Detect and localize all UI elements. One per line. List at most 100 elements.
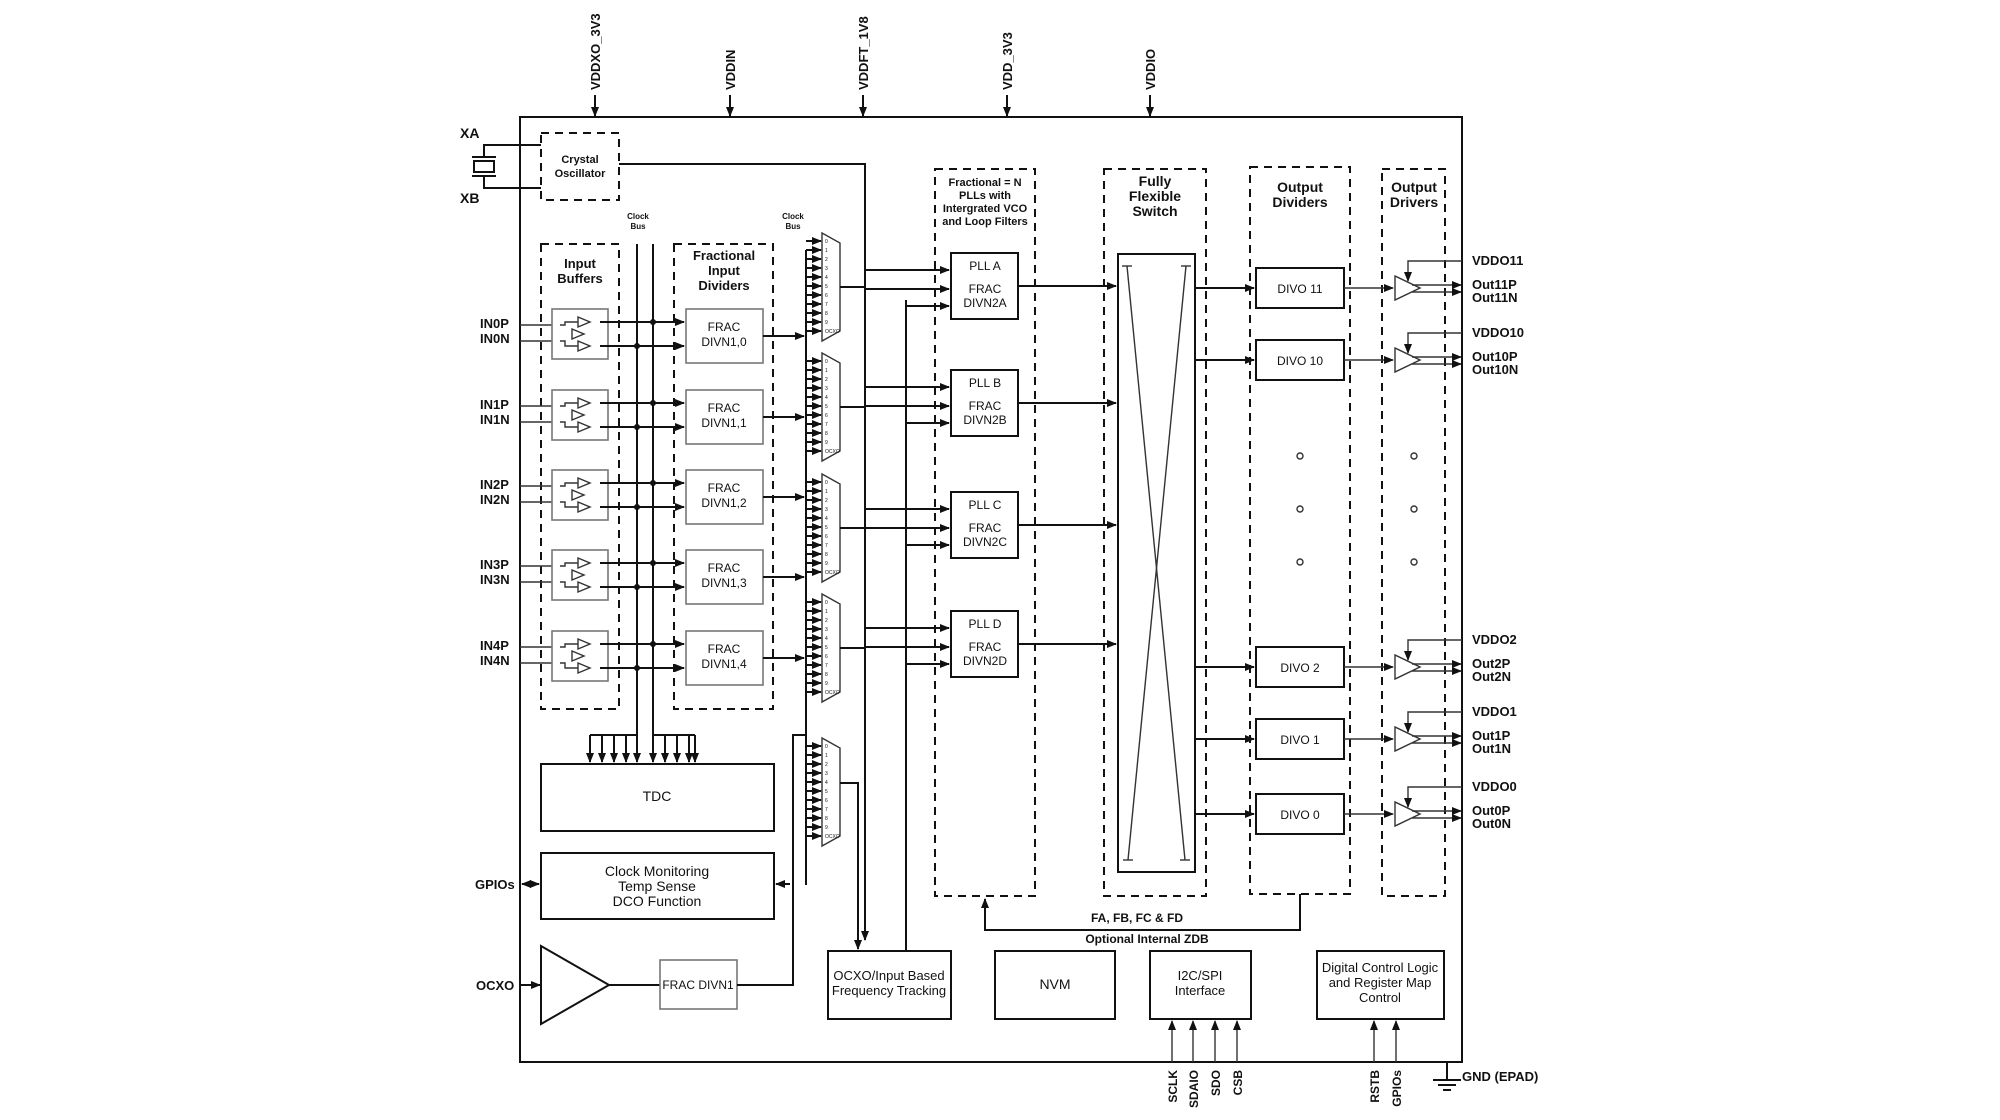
svg-text:FRAC DIVN1: FRAC DIVN1 bbox=[662, 978, 734, 992]
svg-text:7: 7 bbox=[825, 807, 828, 813]
svg-text:PLL C: PLL C bbox=[969, 498, 1002, 512]
svg-text:0: 0 bbox=[825, 600, 828, 606]
tdc-block bbox=[540, 763, 775, 832]
svg-text:Output: Output bbox=[1391, 179, 1437, 195]
frac-input-divider bbox=[685, 389, 764, 445]
svg-text:8: 8 bbox=[825, 552, 828, 558]
out-n-label: Out0N bbox=[1472, 816, 1511, 831]
svg-text:OCXO: OCXO bbox=[825, 449, 840, 455]
svg-text:3: 3 bbox=[825, 266, 828, 272]
clock-monitoring-block bbox=[540, 852, 775, 920]
output-divider bbox=[1255, 646, 1345, 688]
out-n-label: Out10N bbox=[1472, 362, 1518, 377]
svg-text:9: 9 bbox=[825, 561, 828, 567]
gnd-label: GND (EPAD) bbox=[1462, 1069, 1538, 1084]
input-dividers-group bbox=[673, 243, 774, 710]
svg-text:Input: Input bbox=[564, 256, 596, 271]
svg-text:6: 6 bbox=[825, 798, 828, 804]
svg-text:Clock: Clock bbox=[782, 212, 804, 221]
svg-text:FRAC: FRAC bbox=[969, 640, 1002, 654]
output-drivers-group bbox=[1381, 168, 1446, 897]
svg-text:Control: Control bbox=[1359, 990, 1401, 1005]
input-p-label: IN1P bbox=[480, 397, 509, 412]
svg-text:DIVO 10: DIVO 10 bbox=[1277, 354, 1323, 368]
supply-pin-label: VDDIN bbox=[723, 50, 738, 90]
svg-text:0: 0 bbox=[825, 239, 828, 245]
svg-text:Buffers: Buffers bbox=[557, 271, 603, 286]
chip-outline bbox=[519, 116, 1463, 1063]
svg-text:3: 3 bbox=[825, 386, 828, 392]
frac-input-divider bbox=[685, 549, 764, 605]
svg-text:2: 2 bbox=[825, 377, 828, 383]
svg-text:PLL A: PLL A bbox=[969, 259, 1001, 273]
svg-text:3: 3 bbox=[825, 771, 828, 777]
svg-text:OCXO/Input Based: OCXO/Input Based bbox=[833, 968, 944, 983]
svg-text:and Register Map: and Register Map bbox=[1329, 975, 1432, 990]
i2c-pin-label: SDO bbox=[1209, 1070, 1223, 1096]
xb-pin-label: XB bbox=[460, 190, 479, 206]
svg-text:FA, FB, FC & FD: FA, FB, FC & FD bbox=[1091, 911, 1183, 925]
input-p-label: IN2P bbox=[480, 477, 509, 492]
out-p-label: Out2P bbox=[1472, 656, 1511, 671]
input-buffers-group bbox=[540, 243, 620, 710]
svg-text:Fully: Fully bbox=[1139, 173, 1172, 189]
svg-text:Optional Internal ZDB: Optional Internal ZDB bbox=[1085, 932, 1209, 946]
svg-text:Digital Control Logic: Digital Control Logic bbox=[1322, 960, 1439, 975]
svg-text:1: 1 bbox=[825, 609, 828, 615]
svg-text:9: 9 bbox=[825, 320, 828, 326]
input-p-label: IN3P bbox=[480, 557, 509, 572]
input-buffer bbox=[551, 469, 609, 521]
svg-text:7: 7 bbox=[825, 302, 828, 308]
frac-divn1-ocxo bbox=[659, 959, 738, 1010]
svg-text:7: 7 bbox=[825, 663, 828, 669]
svg-text:Temp Sense: Temp Sense bbox=[618, 878, 696, 894]
svg-text:5: 5 bbox=[825, 284, 828, 290]
svg-text:6: 6 bbox=[825, 654, 828, 660]
svg-text:2: 2 bbox=[825, 762, 828, 768]
svg-text:Dividers: Dividers bbox=[698, 278, 749, 293]
input-p-label: IN0P bbox=[480, 316, 509, 331]
svg-text:3: 3 bbox=[825, 627, 828, 633]
svg-text:DIVO 0: DIVO 0 bbox=[1280, 808, 1320, 822]
svg-text:DIVN1,1: DIVN1,1 bbox=[701, 416, 747, 430]
svg-text:0: 0 bbox=[825, 480, 828, 486]
svg-text:FRAC: FRAC bbox=[708, 401, 741, 415]
svg-text:FRAC: FRAC bbox=[708, 481, 741, 495]
svg-text:4: 4 bbox=[825, 516, 828, 522]
supply-pin-label: VDD_3V3 bbox=[1000, 32, 1015, 90]
svg-text:OCXO: OCXO bbox=[825, 834, 840, 840]
output-divider bbox=[1255, 718, 1345, 760]
digital-pin-label: RSTB bbox=[1368, 1070, 1382, 1103]
i2c-spi-block bbox=[1149, 950, 1252, 1020]
input-n-label: IN4N bbox=[480, 653, 510, 668]
svg-text:DIVN1,3: DIVN1,3 bbox=[701, 576, 747, 590]
svg-text:Dividers: Dividers bbox=[1272, 194, 1327, 210]
svg-text:5: 5 bbox=[825, 525, 828, 531]
svg-text:FRAC: FRAC bbox=[969, 282, 1002, 296]
output-driver bbox=[1394, 346, 1422, 374]
out-p-label: Out11P bbox=[1472, 277, 1517, 292]
svg-text:FRAC: FRAC bbox=[708, 642, 741, 656]
svg-text:PLL B: PLL B bbox=[969, 376, 1001, 390]
input-buffer bbox=[551, 549, 609, 601]
svg-text:7: 7 bbox=[825, 422, 828, 428]
svg-text:and Loop Filters: and Loop Filters bbox=[942, 216, 1028, 228]
svg-text:8: 8 bbox=[825, 431, 828, 437]
svg-text:FRAC: FRAC bbox=[969, 399, 1002, 413]
vddo-label: VDDO0 bbox=[1472, 779, 1517, 794]
input-buffer bbox=[551, 308, 609, 360]
out-n-label: Out2N bbox=[1472, 669, 1511, 684]
svg-text:3: 3 bbox=[825, 507, 828, 513]
vddo-label: VDDO2 bbox=[1472, 632, 1517, 647]
svg-text:DIVO 1: DIVO 1 bbox=[1280, 733, 1320, 747]
